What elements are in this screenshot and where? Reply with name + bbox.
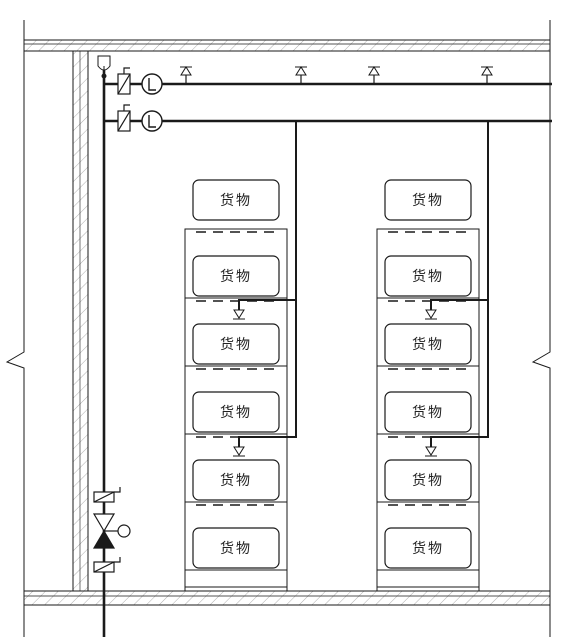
cargo-box: 货物 xyxy=(192,459,280,501)
upright-sprinkler-icon xyxy=(481,66,493,84)
cargo-label: 货物 xyxy=(412,336,444,353)
main-pipes xyxy=(104,82,552,123)
storage-rack xyxy=(376,228,480,591)
air-vent-icon xyxy=(97,55,111,79)
cargo-box: 货物 xyxy=(192,255,280,297)
cargo-box: 货物 xyxy=(384,459,472,501)
cargo-label: 货物 xyxy=(412,472,444,489)
ceiling-slab xyxy=(23,39,551,52)
cargo-label: 货物 xyxy=(412,540,444,557)
cargo-box: 货物 xyxy=(192,179,280,221)
cargo-box: 货物 xyxy=(384,323,472,365)
check-valve-icon xyxy=(93,557,121,573)
cargo-label: 货物 xyxy=(220,268,252,285)
cargo-box: 货物 xyxy=(384,179,472,221)
upright-sprinkler-icon xyxy=(180,66,192,84)
structural-column xyxy=(72,50,89,592)
pendent-sprinkler-icon xyxy=(425,309,437,320)
cargo-box: 货物 xyxy=(192,323,280,365)
storage-rack xyxy=(184,228,288,591)
control-valve-icon xyxy=(117,104,131,132)
cargo-label: 货物 xyxy=(412,268,444,285)
cargo-label: 货物 xyxy=(412,192,444,209)
flow-indicator-icon xyxy=(141,73,163,95)
upright-sprinkler-icon xyxy=(295,66,307,84)
pendent-sprinkler-icon xyxy=(233,446,245,457)
upper-sprinklers xyxy=(180,66,493,84)
cargo-box: 货物 xyxy=(192,391,280,433)
alarm-valve-icon xyxy=(92,513,131,549)
cargo-box: 货物 xyxy=(384,391,472,433)
flow-indicator-icon xyxy=(141,110,163,132)
pendent-sprinkler-icon xyxy=(425,446,437,457)
outer-walls xyxy=(5,20,551,637)
cargo-box: 货物 xyxy=(384,527,472,569)
cargo-box: 货物 xyxy=(192,527,280,569)
pendent-sprinkler-icon xyxy=(233,309,245,320)
cargo-label: 货物 xyxy=(220,336,252,353)
cargo-box: 货物 xyxy=(384,255,472,297)
cargo-label: 货物 xyxy=(220,404,252,421)
cargo-label: 货物 xyxy=(220,540,252,557)
upright-sprinkler-icon xyxy=(368,66,380,84)
inrack-sprinklers xyxy=(233,309,437,457)
control-valve-icon xyxy=(117,67,131,95)
cargo-label: 货物 xyxy=(220,192,252,209)
cargo-label: 货物 xyxy=(220,472,252,489)
check-valve-icon xyxy=(93,487,121,503)
cargo-label: 货物 xyxy=(412,404,444,421)
